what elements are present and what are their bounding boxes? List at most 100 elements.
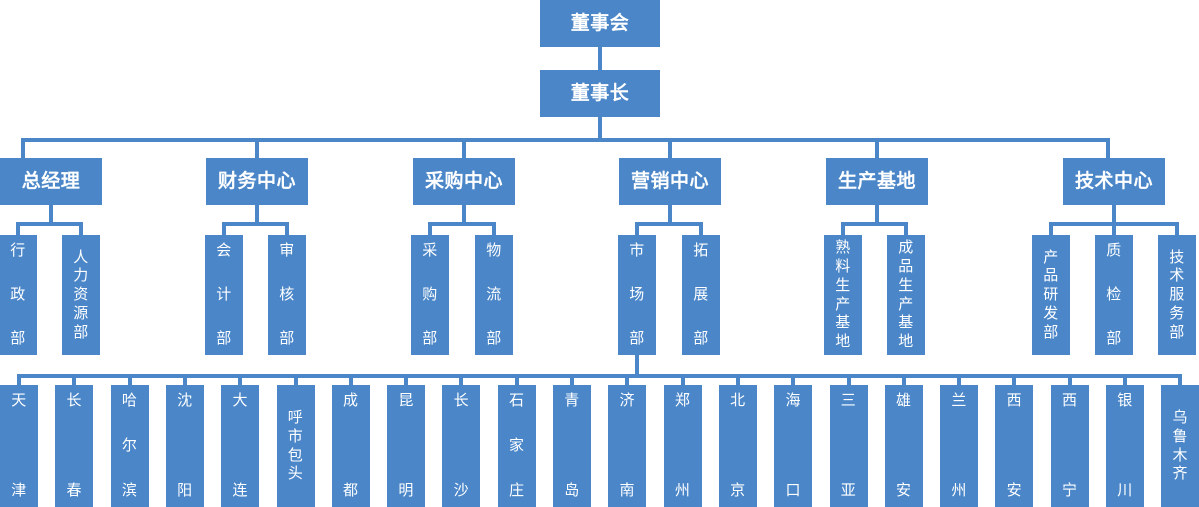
node-division-5[interactable]: 技术中心 bbox=[1063, 158, 1165, 205]
node-branch-8[interactable]: 长沙 bbox=[442, 385, 481, 507]
node-subdept-1-1[interactable]: 审核部 bbox=[268, 235, 306, 355]
node-subdept-4-1[interactable]: 成品生产基地 bbox=[887, 235, 925, 355]
vertical-char: 品 bbox=[898, 257, 914, 275]
node-branch-20-label: 银川 bbox=[1117, 392, 1133, 499]
vertical-char: 哈 bbox=[121, 391, 138, 409]
vertical-char: 基 bbox=[898, 313, 914, 332]
connector-branch-13 bbox=[735, 374, 740, 385]
connector-branch-0 bbox=[17, 374, 21, 385]
connector-board-chairman bbox=[598, 47, 602, 70]
node-division-0[interactable]: 总经理 bbox=[0, 158, 102, 205]
node-branch-6[interactable]: 成都 bbox=[331, 385, 370, 507]
vertical-char: 术 bbox=[1169, 266, 1185, 285]
node-subdept-0-1[interactable]: 人力资源部 bbox=[62, 235, 100, 355]
vertical-char: 都 bbox=[343, 481, 359, 500]
node-branch-12[interactable]: 郑州 bbox=[663, 385, 702, 507]
node-branch-16[interactable]: 雄安 bbox=[884, 385, 923, 507]
node-subdept-5-0[interactable]: 产品研发部 bbox=[1032, 235, 1070, 355]
node-subdept-5-2-label: 技术服务部 bbox=[1169, 243, 1185, 347]
node-branch-20[interactable]: 银川 bbox=[1106, 385, 1144, 507]
connector-division-stem-0 bbox=[49, 205, 53, 222]
vertical-char: 审 bbox=[279, 241, 295, 259]
node-branch-14[interactable]: 海口 bbox=[774, 385, 813, 507]
node-subdept-5-2[interactable]: 技术服务部 bbox=[1158, 235, 1196, 355]
vertical-char: 南 bbox=[619, 481, 636, 500]
connector-division-stem-4 bbox=[875, 205, 879, 222]
node-subdept-0-0[interactable]: 行政部 bbox=[0, 235, 37, 355]
vertical-char: 生 bbox=[898, 275, 914, 294]
node-branch-11[interactable]: 济南 bbox=[608, 385, 647, 507]
vertical-char: 物 bbox=[486, 241, 502, 259]
node-division-1[interactable]: 财务中心 bbox=[206, 158, 308, 205]
node-branch-6-label: 成都 bbox=[343, 392, 359, 500]
vertical-char: 部 bbox=[693, 329, 709, 348]
vertical-char: 熟 bbox=[835, 238, 851, 257]
node-branch-1-label: 长春 bbox=[67, 392, 83, 499]
node-branch-13[interactable]: 北京 bbox=[718, 385, 757, 507]
connector-branch-19 bbox=[1067, 374, 1072, 385]
node-branch-4-label: 大连 bbox=[232, 392, 248, 499]
node-subdept-5-0-label: 产品研发部 bbox=[1043, 243, 1059, 347]
vertical-char: 市 bbox=[629, 241, 645, 259]
bus-subdepts-2 bbox=[428, 222, 496, 226]
node-branch-9[interactable]: 石家庄 bbox=[497, 385, 536, 507]
vertical-char: 天 bbox=[11, 391, 27, 409]
node-branch-19[interactable]: 西宁 bbox=[1050, 385, 1089, 507]
node-branch-18[interactable]: 西安 bbox=[995, 385, 1034, 507]
node-chairman[interactable]: 董事长 bbox=[540, 70, 660, 117]
node-branch-2[interactable]: 哈尔滨 bbox=[110, 385, 149, 507]
vertical-char: 石 bbox=[508, 391, 525, 409]
node-division-2[interactable]: 采购中心 bbox=[413, 158, 515, 205]
vertical-char: 乌 bbox=[1172, 408, 1189, 426]
vertical-char: 研 bbox=[1043, 285, 1059, 304]
node-branch-10[interactable]: 青岛 bbox=[553, 385, 591, 507]
node-branch-18-label: 西安 bbox=[1007, 392, 1023, 499]
node-subdept-2-1[interactable]: 物流部 bbox=[475, 235, 513, 355]
node-branch-5-label: 呼市包头 bbox=[288, 393, 304, 499]
node-branch-5[interactable]: 呼市包头 bbox=[276, 385, 315, 507]
node-subdept-3-0[interactable]: 市场部 bbox=[618, 235, 656, 355]
vertical-char: 核 bbox=[279, 285, 295, 304]
vertical-char: 兰 bbox=[951, 391, 967, 409]
vertical-char: 成 bbox=[898, 238, 914, 257]
vertical-char: 技 bbox=[1169, 247, 1185, 266]
node-branch-0[interactable]: 天津 bbox=[0, 385, 38, 507]
vertical-char: 昆 bbox=[398, 391, 414, 409]
node-subdept-4-0[interactable]: 熟料生产基地 bbox=[824, 235, 862, 355]
node-subdept-3-0-label: 市场部 bbox=[629, 241, 645, 347]
vertical-char: 务 bbox=[1169, 303, 1185, 322]
vertical-char: 三 bbox=[840, 391, 857, 409]
node-board[interactable]: 董事会 bbox=[540, 0, 660, 47]
vertical-char: 安 bbox=[896, 481, 912, 500]
node-branch-4[interactable]: 大连 bbox=[221, 385, 260, 507]
node-branch-15[interactable]: 三亚 bbox=[829, 385, 868, 507]
connector-division-stem-3 bbox=[668, 205, 672, 222]
vertical-char: 包 bbox=[287, 445, 304, 464]
connector-branch-4 bbox=[238, 374, 243, 385]
node-branch-7[interactable]: 昆明 bbox=[387, 385, 426, 507]
connector-branch-15 bbox=[846, 374, 851, 385]
node-division-0-label: 总经理 bbox=[21, 169, 81, 192]
node-division-3[interactable]: 营销中心 bbox=[619, 158, 721, 205]
node-branch-21[interactable]: 乌鲁木齐 bbox=[1161, 385, 1199, 507]
node-subdept-5-1[interactable]: 质检部 bbox=[1095, 235, 1133, 355]
vertical-char: 行 bbox=[10, 241, 26, 259]
vertical-char: 会 bbox=[216, 241, 232, 259]
node-subdept-5-1-label: 质检部 bbox=[1106, 242, 1122, 347]
node-branch-17[interactable]: 兰州 bbox=[940, 385, 979, 507]
vertical-char: 场 bbox=[629, 285, 645, 304]
node-branch-3[interactable]: 沈阳 bbox=[165, 385, 204, 507]
connector-subdept-2-1 bbox=[492, 222, 496, 235]
node-subdept-3-1[interactable]: 拓展部 bbox=[682, 235, 720, 355]
connector-bus-division-3 bbox=[668, 138, 672, 158]
node-branch-19-label: 西宁 bbox=[1062, 392, 1078, 499]
node-division-4[interactable]: 生产基地 bbox=[826, 158, 928, 205]
connector-division-stem-1 bbox=[255, 205, 259, 222]
node-subdept-1-0[interactable]: 会计部 bbox=[205, 235, 243, 355]
node-branch-1[interactable]: 长春 bbox=[55, 385, 94, 507]
vertical-char: 口 bbox=[785, 481, 801, 500]
node-subdept-4-0-label: 熟料生产基地 bbox=[835, 238, 851, 348]
vertical-char: 部 bbox=[1043, 322, 1059, 341]
node-subdept-2-0[interactable]: 采购部 bbox=[411, 235, 449, 355]
vertical-char: 青 bbox=[564, 391, 580, 409]
